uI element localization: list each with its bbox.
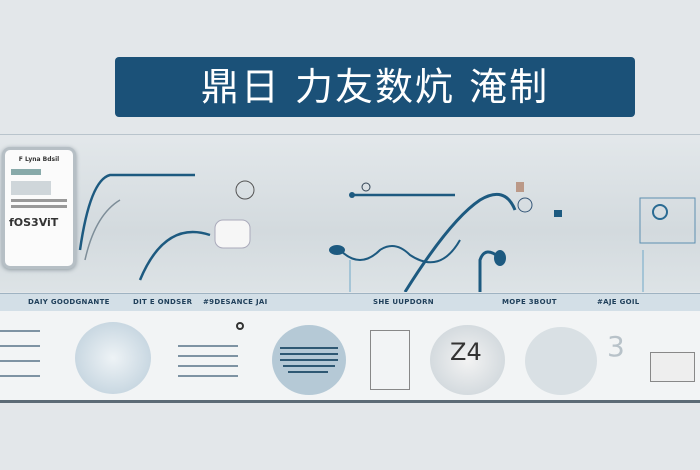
document-icon (516, 182, 524, 192)
numeral: 3 (607, 330, 625, 363)
panel-outline (639, 197, 696, 244)
connector-line (78, 173, 195, 251)
info-card[interactable]: F Lyna Bdsil fOS3ViT (2, 147, 76, 269)
user-icon (236, 322, 244, 330)
card-footer: fOS3ViT (9, 216, 59, 229)
flow-curve (403, 192, 517, 292)
flow-curve (339, 239, 461, 264)
gear-icon (652, 204, 668, 220)
stage-label: SHE UUPDORN (373, 298, 434, 306)
stage-label: #9DESANCE JAI (203, 298, 268, 306)
label-strip (0, 293, 700, 311)
chart-circle (525, 327, 597, 395)
flow-curve (138, 230, 211, 281)
page-title: 鼎日 力友数炕 淹制 (115, 57, 635, 117)
box-icon (554, 210, 562, 217)
clock-icon (235, 180, 255, 200)
leaf-icon (329, 245, 345, 255)
leaf-icon (494, 250, 506, 266)
globe-figure (75, 322, 151, 394)
camera-icon (361, 182, 371, 192)
card-heading: F Lyna Bdsil (18, 156, 60, 163)
machine-figure (650, 352, 695, 382)
connector-line (84, 199, 121, 261)
timeline-graphic (78, 173, 696, 292)
stage-label: DIT E ONDSER (133, 298, 193, 306)
map-circle (430, 325, 505, 395)
hand-icon (517, 197, 533, 213)
cabinet-figure (370, 330, 410, 390)
stage-label: DAIY GOODGNANTE (28, 298, 110, 306)
stage-label: MOPE 3BOUT (502, 298, 557, 306)
divider (0, 134, 700, 135)
device-icon (214, 219, 251, 249)
stage-label: #AJE GOIL (597, 298, 640, 306)
figure-label: Z4 (450, 338, 482, 366)
